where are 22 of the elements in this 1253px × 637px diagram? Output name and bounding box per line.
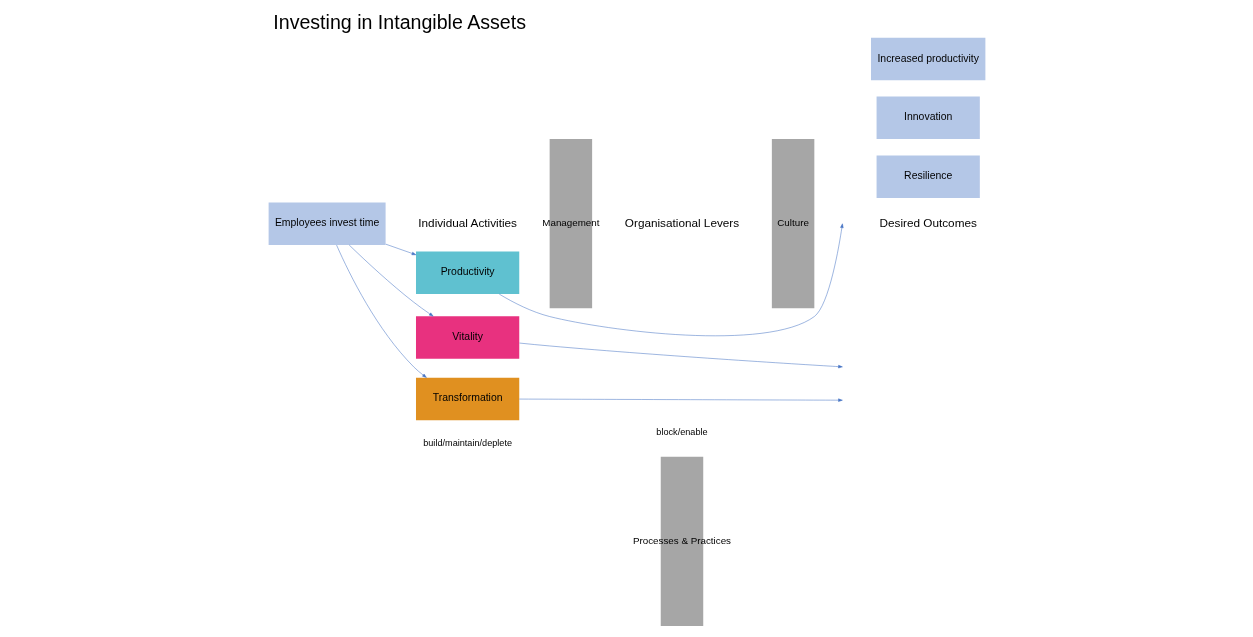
diagram-title: Investing in Intangible Assets [272, 11, 526, 34]
arrow [335, 244, 427, 378]
arrow [498, 223, 843, 337]
arrow [385, 243, 416, 256]
node-box: Resilience [876, 155, 980, 198]
label: build/maintain/deplete [422, 438, 512, 449]
node-label: Processes & Practices [632, 534, 731, 546]
node-box: Vitality [415, 316, 519, 359]
label: Organisational Levers [624, 215, 739, 229]
node-box: Culture [771, 139, 814, 309]
node-box: Employees invest time [268, 202, 386, 245]
arrow [518, 342, 843, 369]
node-box: Productivity [415, 251, 519, 294]
label: block/enable [655, 427, 708, 438]
node-label: Management [541, 217, 599, 229]
arrow [348, 244, 433, 317]
node-box: Transformation [415, 377, 519, 421]
label: Desired Outcomes [879, 215, 977, 229]
arrow [518, 398, 843, 402]
node-box: Innovation [876, 96, 980, 140]
node-box: Increased productivity [870, 37, 985, 81]
label: Individual Activities [417, 215, 517, 229]
